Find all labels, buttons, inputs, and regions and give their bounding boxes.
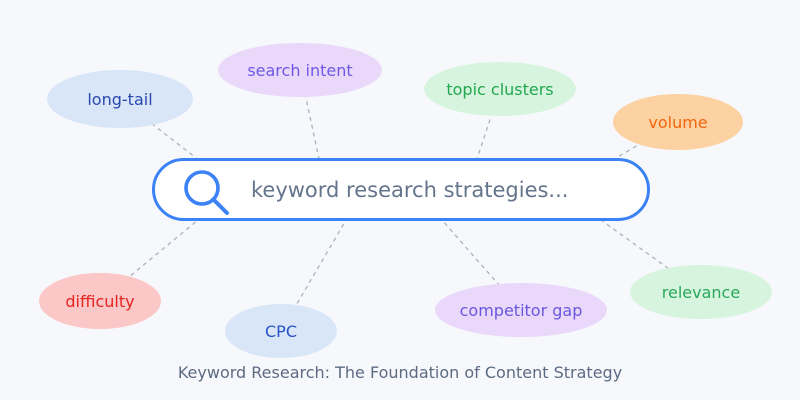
keyword-bubble: competitor gap bbox=[435, 283, 607, 337]
keyword-bubble: difficulty bbox=[39, 273, 161, 329]
keyword-bubble: search intent bbox=[218, 43, 382, 97]
keyword-bubble: long-tail bbox=[47, 70, 193, 128]
keyword-bubble: relevance bbox=[630, 265, 772, 319]
keyword-bubble: volume bbox=[613, 94, 743, 150]
diagram-caption: Keyword Research: The Foundation of Cont… bbox=[177, 363, 623, 382]
keyword-bubble: topic clusters bbox=[424, 62, 576, 116]
search-query-text[interactable]: keyword research strategies... bbox=[251, 177, 569, 202]
search-bar[interactable]: keyword research strategies... bbox=[152, 158, 650, 221]
connector-line bbox=[280, 219, 347, 332]
connector-line bbox=[99, 219, 199, 302]
connector-line bbox=[299, 69, 320, 160]
search-icon bbox=[184, 169, 229, 215]
keyword-bubble: CPC bbox=[225, 304, 337, 358]
